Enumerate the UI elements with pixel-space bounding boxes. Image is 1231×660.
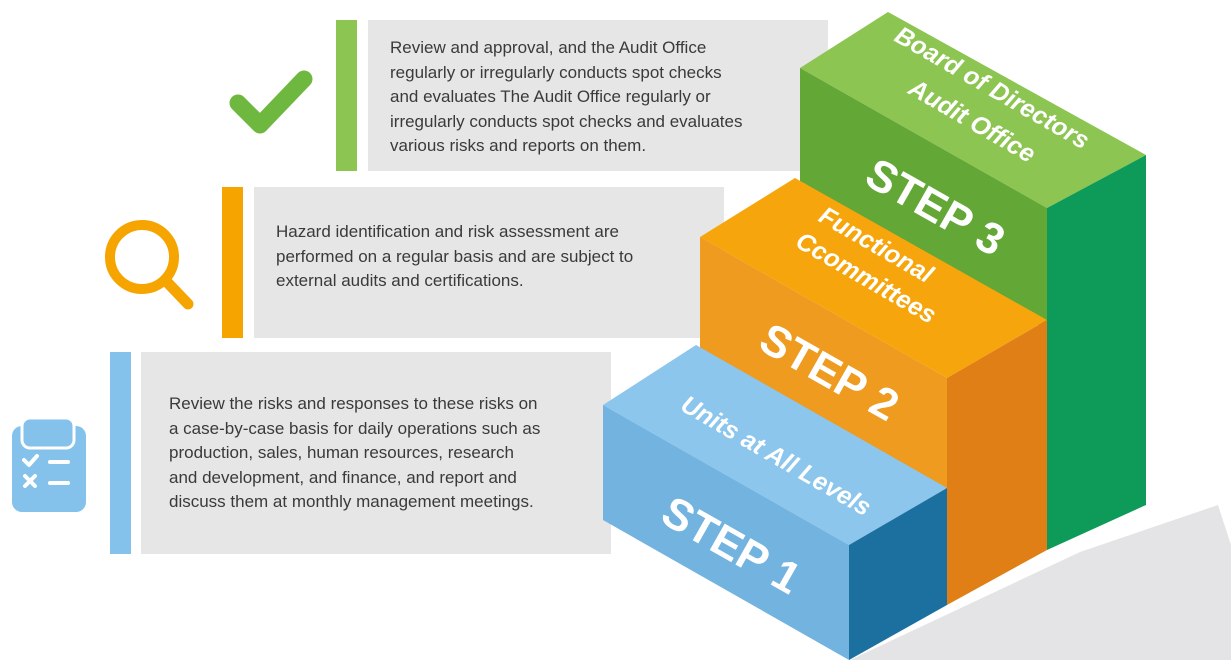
- step1-description: Review the risks and responses to these …: [169, 394, 541, 511]
- magnifier-icon: [105, 220, 194, 310]
- step3-top: [800, 12, 1146, 208]
- step2-accent-bar: [222, 187, 243, 338]
- step2-description: Hazard identification and risk assessmen…: [276, 222, 634, 290]
- step2-description-panel: Hazard identification and risk assessmen…: [254, 187, 724, 338]
- step3-description: Review and approval, and the Audit Offic…: [390, 38, 743, 155]
- step1-front: [603, 405, 849, 660]
- checkmark-icon: [229, 70, 313, 134]
- step2-side: [947, 320, 1047, 605]
- step2-top: [700, 178, 1047, 378]
- step1-description-panel: Review the risks and responses to these …: [141, 352, 611, 554]
- step3-accent-bar: [336, 20, 357, 171]
- step1-top: [603, 345, 947, 545]
- checklist-icon: [12, 416, 86, 512]
- step3-description-panel: Review and approval, and the Audit Offic…: [368, 20, 828, 171]
- step2-front: [700, 237, 947, 490]
- step3-side: [1047, 155, 1146, 550]
- step1-accent-bar: [110, 352, 131, 554]
- step3-front: [800, 68, 1047, 330]
- step1-side: [849, 488, 947, 660]
- stair-shadow: [850, 505, 1231, 660]
